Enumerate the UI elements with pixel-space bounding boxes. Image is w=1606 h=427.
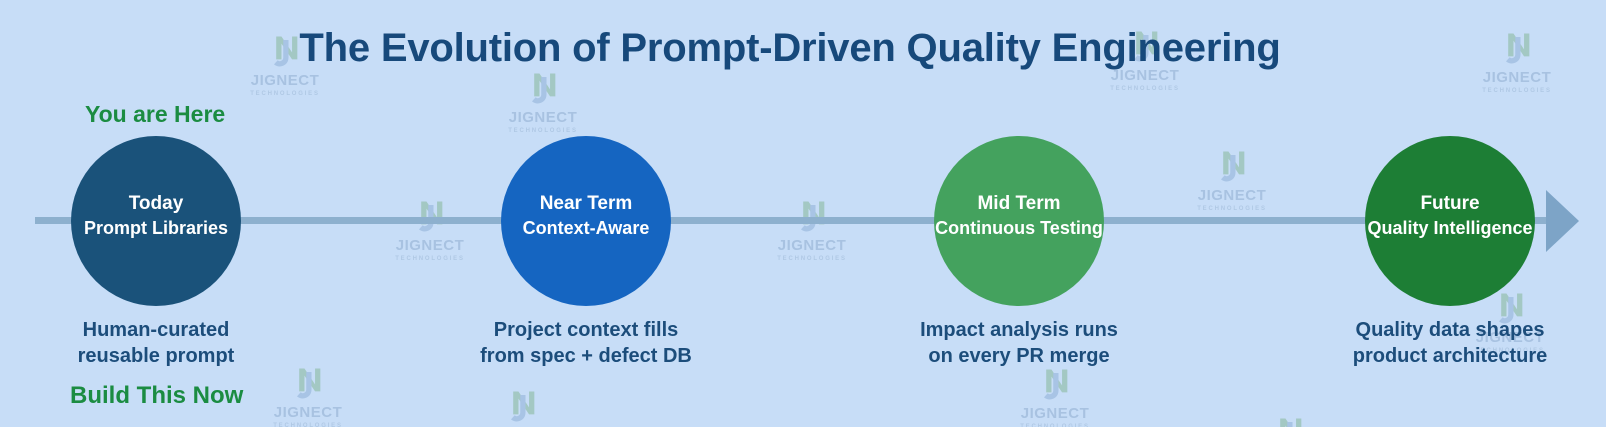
watermark-sub: TECHNOLOGIES bbox=[1482, 88, 1552, 94]
stage-future: Future Quality Intelligence Quality data… bbox=[1300, 136, 1600, 369]
stage-description: Impact analysis runs on every PR merge bbox=[869, 317, 1169, 369]
watermark-brand: JIGNECT bbox=[1020, 405, 1090, 422]
jignect-logo-icon bbox=[1043, 369, 1068, 400]
jignect-logo-icon bbox=[510, 391, 535, 422]
stage-circle-future: Future Quality Intelligence bbox=[1365, 136, 1535, 306]
stage-near-term: Near Term Context-Aware Project context … bbox=[436, 136, 736, 369]
watermark-sub: TECHNOLOGIES bbox=[273, 423, 343, 427]
watermark-sub: TECHNOLOGIES bbox=[250, 91, 320, 97]
stage-name: Continuous Testing bbox=[935, 218, 1103, 238]
watermark-sub: TECHNOLOGIES bbox=[1197, 206, 1267, 212]
stage-description-line: Project context fills bbox=[493, 319, 679, 341]
jignect-watermark: JIGNECT TECHNOLOGIES bbox=[1247, 415, 1331, 427]
jignect-logo-icon bbox=[296, 368, 321, 399]
stage-name: Context-Aware bbox=[522, 218, 650, 238]
stage-period: Mid Term bbox=[977, 193, 1061, 214]
build-this-now-label: Build This Now bbox=[70, 382, 244, 409]
jignect-watermark: JIGNECT TECHNOLOGIES bbox=[1013, 366, 1097, 427]
watermark-brand: JIGNECT bbox=[1482, 69, 1552, 86]
stage-period: Near Term bbox=[539, 193, 633, 214]
stage-period: Future bbox=[1420, 193, 1480, 214]
jignect-watermark: JIGNECT TECHNOLOGIES bbox=[480, 388, 564, 425]
stage-today: Today Prompt Libraries Human-curated reu… bbox=[6, 136, 306, 369]
stage-description-line: Quality data shapes bbox=[1355, 319, 1545, 341]
stage-description-line: on every PR merge bbox=[928, 345, 1110, 367]
watermark-brand: JIGNECT bbox=[273, 404, 343, 421]
stage-description-line: product architecture bbox=[1352, 345, 1548, 367]
stage-description-line: Human-curated bbox=[82, 319, 230, 341]
arrowhead bbox=[1546, 190, 1579, 252]
stage-description: Human-curated reusable prompt bbox=[6, 317, 306, 369]
watermark-sub: TECHNOLOGIES bbox=[777, 256, 847, 262]
stage-circle-today: Today Prompt Libraries bbox=[71, 136, 241, 306]
watermark-sub: TECHNOLOGIES bbox=[508, 128, 578, 134]
timeline-line bbox=[35, 217, 1546, 224]
stage-name: Quality Intelligence bbox=[1367, 218, 1533, 238]
stage-description-line: reusable prompt bbox=[77, 345, 235, 367]
watermark-brand: JIGNECT bbox=[250, 72, 320, 89]
you-are-here-label: You are Here bbox=[85, 101, 226, 127]
jignect-logo-icon bbox=[531, 73, 556, 104]
stage-description-line: from spec + defect DB bbox=[480, 345, 692, 367]
jignect-watermark: JIGNECT TECHNOLOGIES bbox=[501, 70, 585, 135]
jignect-watermark: JIGNECT TECHNOLOGIES bbox=[1190, 148, 1274, 213]
jignect-watermark: JIGNECT TECHNOLOGIES bbox=[266, 365, 350, 427]
stage-circle-mid-term: Mid Term Continuous Testing bbox=[934, 136, 1104, 306]
timeline-arrow-icon bbox=[1546, 190, 1579, 252]
stage-description-line: Impact analysis runs bbox=[920, 319, 1118, 341]
stage-description: Project context fills from spec + defect… bbox=[436, 317, 736, 369]
stage-description: Quality data shapes product architecture bbox=[1300, 317, 1600, 369]
stage-period: Today bbox=[128, 193, 184, 214]
watermark-brand: JIGNECT bbox=[508, 109, 578, 126]
jignect-logo-icon bbox=[1280, 418, 1302, 427]
watermark-sub: TECHNOLOGIES bbox=[1020, 424, 1090, 427]
stage-circle-near-term: Near Term Context-Aware bbox=[501, 136, 671, 306]
page-title: The Evolution of Prompt-Driven Quality E… bbox=[299, 26, 1281, 70]
watermark-brand: JIGNECT bbox=[777, 237, 847, 254]
stage-mid-term: Mid Term Continuous Testing Impact analy… bbox=[869, 136, 1169, 369]
watermark-brand: JIGNECT bbox=[1197, 187, 1267, 204]
stage-name: Prompt Libraries bbox=[83, 218, 229, 238]
jignect-watermark: JIGNECT TECHNOLOGIES bbox=[770, 198, 854, 263]
jignect-logo-icon bbox=[1220, 151, 1245, 182]
watermark-sub: TECHNOLOGIES bbox=[1110, 86, 1180, 92]
